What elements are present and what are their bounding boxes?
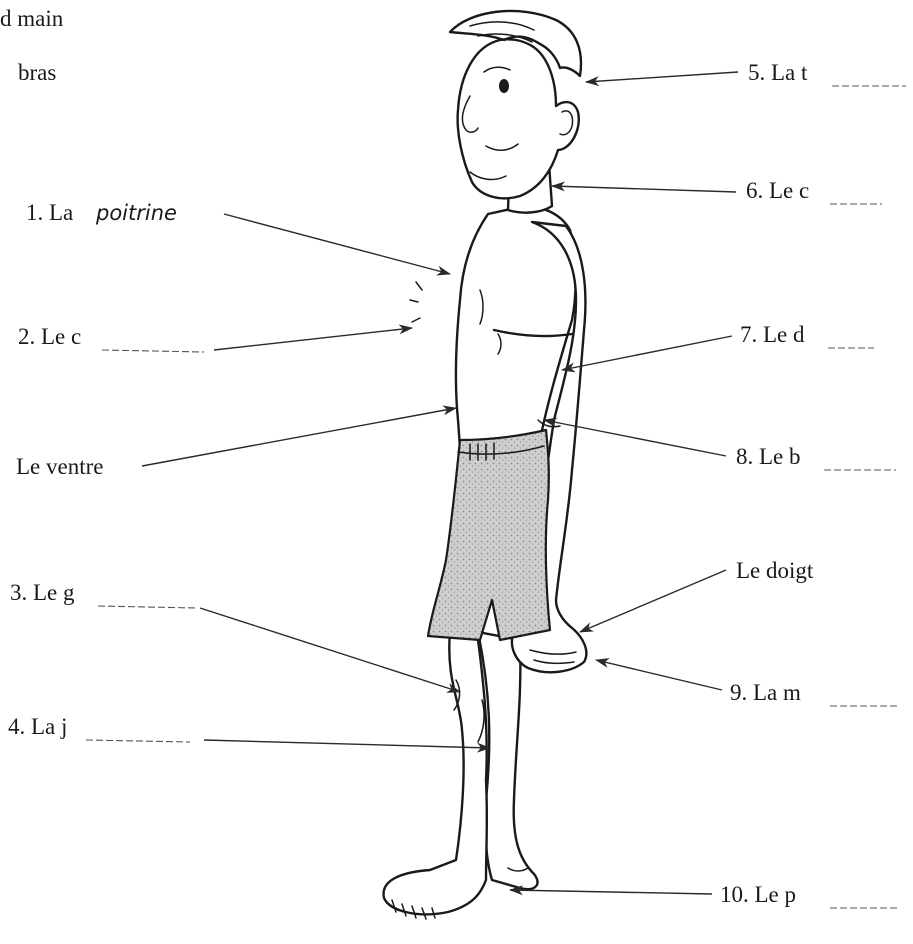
label-doigt: Le doigt xyxy=(736,558,814,583)
arrow-6 xyxy=(552,186,736,192)
arrow-3 xyxy=(200,608,460,692)
label-10: 10. Le p xyxy=(720,882,898,908)
label-ventre-text: Le ventre xyxy=(16,454,103,479)
arrow-4 xyxy=(204,740,490,748)
arrow-7 xyxy=(562,336,732,370)
label-4-blank xyxy=(86,740,190,742)
label-2-text: 2. Le c xyxy=(18,324,81,349)
label-3: 3. Le g xyxy=(10,580,196,608)
arrow-1-poitrine xyxy=(224,214,450,274)
label-9-text: 9. La m xyxy=(730,680,801,705)
label-10-text: 10. Le p xyxy=(720,882,796,907)
label-1: 1. La poitrine xyxy=(26,200,177,225)
label-5: 5. La t xyxy=(748,60,906,86)
header-fragment-main: d main xyxy=(0,6,64,31)
arrow-doigt xyxy=(580,570,726,632)
label-7: 7. Le d xyxy=(740,322,874,348)
label-4-text: 4. La j xyxy=(8,714,67,739)
label-3-blank xyxy=(98,606,196,608)
label-1-prefix: 1. La xyxy=(26,200,73,225)
label-6: 6. Le c xyxy=(746,178,882,204)
label-doigt-text: Le doigt xyxy=(736,558,814,583)
arrow-10 xyxy=(510,890,712,894)
arrow-5 xyxy=(586,72,738,82)
label-3-text: 3. Le g xyxy=(10,580,75,605)
label-2-blank xyxy=(102,350,204,352)
leader-lines xyxy=(142,72,738,894)
label-8-text: 8. Le b xyxy=(736,444,801,469)
label-2: 2. Le c xyxy=(18,324,204,352)
man-figure xyxy=(384,11,587,919)
label-1-word: poitrine xyxy=(95,201,177,225)
label-8: 8. Le b xyxy=(736,444,896,470)
arrow-2 xyxy=(214,328,412,350)
label-7-text: 7. Le d xyxy=(740,322,805,347)
label-5-text: 5. La t xyxy=(748,60,808,85)
label-6-text: 6. Le c xyxy=(746,178,809,203)
header-fragment-bras: bras xyxy=(18,60,56,85)
arrow-ventre xyxy=(142,408,456,466)
label-ventre: Le ventre xyxy=(16,454,103,479)
label-4: 4. La j xyxy=(8,714,190,742)
label-9: 9. La m xyxy=(730,680,898,706)
arrow-9 xyxy=(596,660,722,690)
